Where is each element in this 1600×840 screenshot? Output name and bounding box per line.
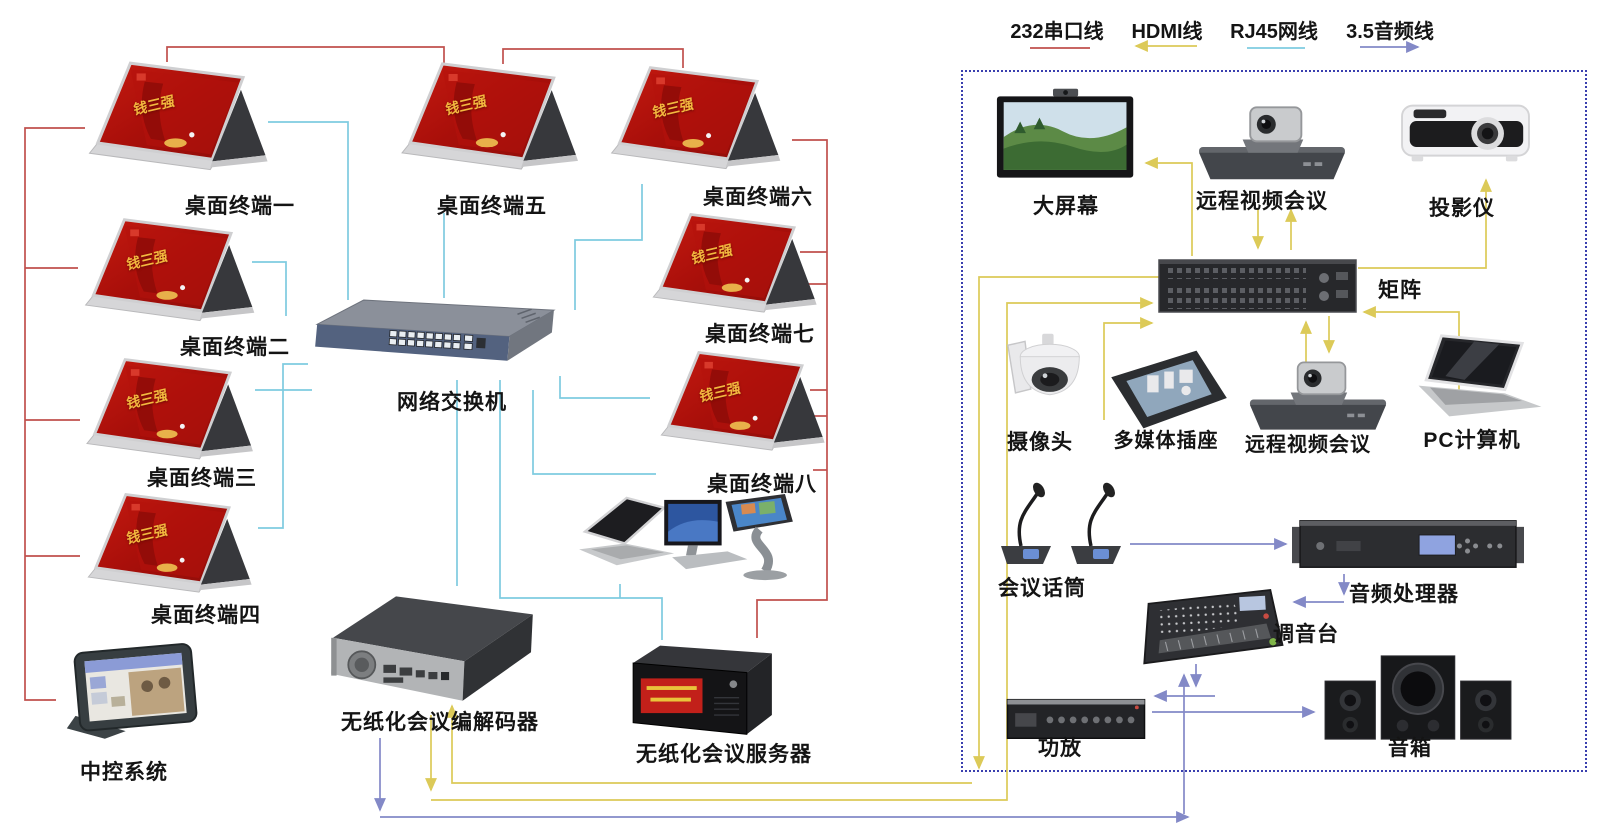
media-socket-icon xyxy=(1102,345,1237,435)
label-matrix: 矩阵 xyxy=(1378,279,1422,302)
label-terminal-3: 桌面终端三 xyxy=(147,467,257,490)
desktop-terminal-6-icon: 钱三强 xyxy=(605,60,785,186)
label-terminal-4: 桌面终端四 xyxy=(151,604,261,627)
central-control-icon xyxy=(52,633,212,745)
server-icon xyxy=(625,636,780,742)
label-microphones: 会议话筒 xyxy=(998,577,1086,600)
audio-processor-icon xyxy=(1292,512,1524,574)
rj45-lines xyxy=(252,121,663,640)
network-switch-icon xyxy=(300,294,565,380)
hdmi-lines xyxy=(425,157,1492,801)
label-server: 无纸化会议服务器 xyxy=(636,743,812,766)
label-projector: 投影仪 xyxy=(1429,197,1495,220)
label-codec: 无纸化会议编解码器 xyxy=(341,711,539,734)
label-video-conference-top: 远程视频会议 xyxy=(1196,190,1328,213)
conference-mics-icon xyxy=(993,468,1133,568)
desktop-terminal-8-icon: 钱三强 xyxy=(652,345,832,467)
label-speakers: 音箱 xyxy=(1388,737,1432,760)
label-terminal-8: 桌面终端八 xyxy=(707,473,817,496)
label-terminal-2: 桌面终端二 xyxy=(180,336,290,359)
label-switch: 网络交换机 xyxy=(397,391,507,414)
desktop-terminal-4-icon: 钱三强 xyxy=(80,487,258,609)
label-media-socket: 多媒体插座 xyxy=(1113,430,1219,452)
label-central-control: 中控系统 xyxy=(80,761,168,784)
desktop-terminal-2-icon: 钱三强 xyxy=(80,212,258,338)
legend-label-hdmi: HDMI线 xyxy=(1131,21,1203,43)
desktop-terminal-7-icon: 钱三强 xyxy=(645,207,823,329)
mixer-icon xyxy=(1132,582,1290,670)
video-conference-mid-icon xyxy=(1242,350,1394,434)
dome-camera-icon xyxy=(998,330,1093,430)
label-mixer: 调音台 xyxy=(1273,623,1339,646)
speakers-icon xyxy=(1318,652,1518,744)
legend-label-audio: 3.5音频线 xyxy=(1346,21,1434,43)
label-audio-processor: 音频处理器 xyxy=(1349,583,1459,606)
codec-icon xyxy=(312,582,552,717)
client-devices-icon xyxy=(575,492,797,586)
label-terminal-7: 桌面终端七 xyxy=(705,323,815,346)
label-pc: PC计算机 xyxy=(1423,429,1521,452)
audio-35-lines xyxy=(374,538,1350,823)
label-big-screen: 大屏幕 xyxy=(1033,195,1099,218)
equipment-zone-border xyxy=(961,70,1587,772)
legend-label-rj45: RJ45网线 xyxy=(1230,21,1318,43)
serial-232-lines xyxy=(24,46,828,701)
video-conference-top-icon xyxy=(1188,94,1356,184)
label-amplifier: 功放 xyxy=(1038,737,1082,760)
legend-label-232: 232串口线 xyxy=(1010,21,1104,43)
label-camera: 摄像头 xyxy=(1007,431,1073,454)
label-terminal-5: 桌面终端五 xyxy=(437,195,547,218)
big-screen-icon xyxy=(995,88,1140,186)
desktop-terminal-3-icon: 钱三强 xyxy=(80,352,258,476)
desktop-terminal-1-icon: 钱三强 xyxy=(85,55,270,188)
label-video-conference-mid: 远程视频会议 xyxy=(1245,434,1371,456)
matrix-icon xyxy=(1158,256,1358,316)
desktop-terminal-5-icon: 钱三强 xyxy=(398,55,580,188)
pc-laptop-icon xyxy=(1405,330,1553,426)
legend-lines xyxy=(1030,40,1420,53)
projector-icon xyxy=(1398,96,1533,171)
label-terminal-6: 桌面终端六 xyxy=(703,186,813,209)
label-terminal-1: 桌面终端一 xyxy=(185,195,295,218)
